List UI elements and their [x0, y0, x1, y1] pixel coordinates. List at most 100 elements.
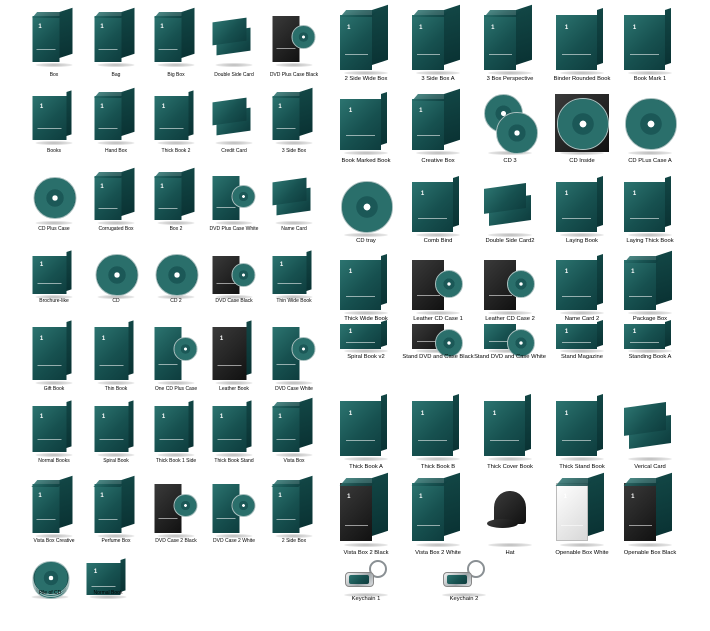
drop-shadow	[215, 453, 253, 457]
drop-shadow	[35, 221, 73, 225]
mockup-caption: Leather CD Case 2	[485, 316, 535, 322]
cover-stripe	[216, 518, 236, 520]
mockup-item-dvd-case-2-black[interactable]: DVD Case 2 Black	[146, 476, 206, 546]
mockup-item-keychain-2[interactable]: Keychain 2	[428, 556, 500, 604]
mockup-thumbnail: 1	[484, 393, 536, 461]
cd-disc	[435, 270, 464, 298]
mockup-item-dvd-case-white[interactable]: DVD Case White	[264, 318, 324, 394]
mockup-item-dvd-case-2-white[interactable]: DVD Case 2 White	[204, 476, 264, 546]
mockup-item-verical-card[interactable]: Verical Card	[614, 392, 686, 472]
cover-stripe	[217, 439, 242, 441]
mockup-item-stand-dvd-and-case-black[interactable]: Stand DVD and Case Black	[402, 318, 474, 362]
mockup-item-hat[interactable]: Hat	[474, 474, 546, 558]
drop-shadow	[35, 453, 73, 457]
mockup-item-leather-cd-case-2[interactable]: Leather CD Case 2	[474, 252, 546, 324]
brand-logo: 1	[419, 107, 423, 114]
mockup-item-stand-dvd-and-case-white[interactable]: Stand DVD and Case White	[474, 318, 546, 362]
mockup-item-cd-inside[interactable]: CD Inside	[546, 90, 618, 166]
mockup-item-keychain-1[interactable]: Keychain 1	[330, 556, 402, 604]
book-cover: 1	[556, 14, 597, 70]
cover-stripe	[158, 49, 178, 51]
mockup-item-cd[interactable]: CD	[86, 248, 146, 306]
mockup-item-double-side-card[interactable]: Double Side Card	[204, 8, 264, 80]
book-cover: 1	[556, 400, 597, 456]
mockup-item-cd-tray[interactable]: CD tray	[330, 174, 402, 246]
brand-logo: 1	[631, 269, 635, 276]
mockup-item-dvd-plus-case-white[interactable]: DVD Plus Case White	[204, 168, 264, 234]
mockup-thumbnail: 1	[412, 175, 464, 237]
mockup-item-cd-2[interactable]: CD 2	[146, 248, 206, 306]
mockup-item-credit-card[interactable]: Credit Card	[204, 88, 264, 156]
brand-logo: 1	[491, 24, 495, 31]
brand-logo: 1	[564, 410, 569, 417]
mockup-item-one-cd-plus-case[interactable]: One CD Plus Case	[146, 318, 206, 394]
mockup-thumbnail: 1	[94, 320, 138, 385]
box-side	[121, 475, 135, 529]
mockup-item-dvd-plus-case-black[interactable]: DVD Plus Case Black	[264, 8, 324, 80]
mockup-item-pile-of-cd[interactable]: Pile of CD	[20, 556, 80, 600]
mockup-item-name-card[interactable]: Name Card	[264, 168, 324, 234]
book-cover: 1	[94, 406, 129, 452]
cover-stripe	[629, 341, 659, 343]
mockup-item-cd-3[interactable]: CD 3	[474, 90, 546, 166]
mockup-item-double-side-card2[interactable]: Double Side Card2	[474, 174, 546, 246]
mockup-item-leather-cd-case-1[interactable]: Leather CD Case 1	[402, 252, 474, 324]
cover-stripe	[489, 440, 519, 442]
mockup-item-dvd-case-black[interactable]: DVD Case Black	[204, 248, 264, 306]
brand-logo: 1	[348, 269, 353, 276]
mockup-item-cd-plus-case[interactable]: CD Plus Case	[24, 168, 84, 234]
mockup-item-cd-plus-case-a[interactable]: CD PLus Case A	[614, 90, 686, 166]
box-front: 1	[412, 14, 445, 70]
drop-shadow	[89, 595, 127, 599]
brand-logo: 1	[100, 24, 104, 31]
mockup-caption: DVD Case 2 White	[213, 538, 255, 544]
